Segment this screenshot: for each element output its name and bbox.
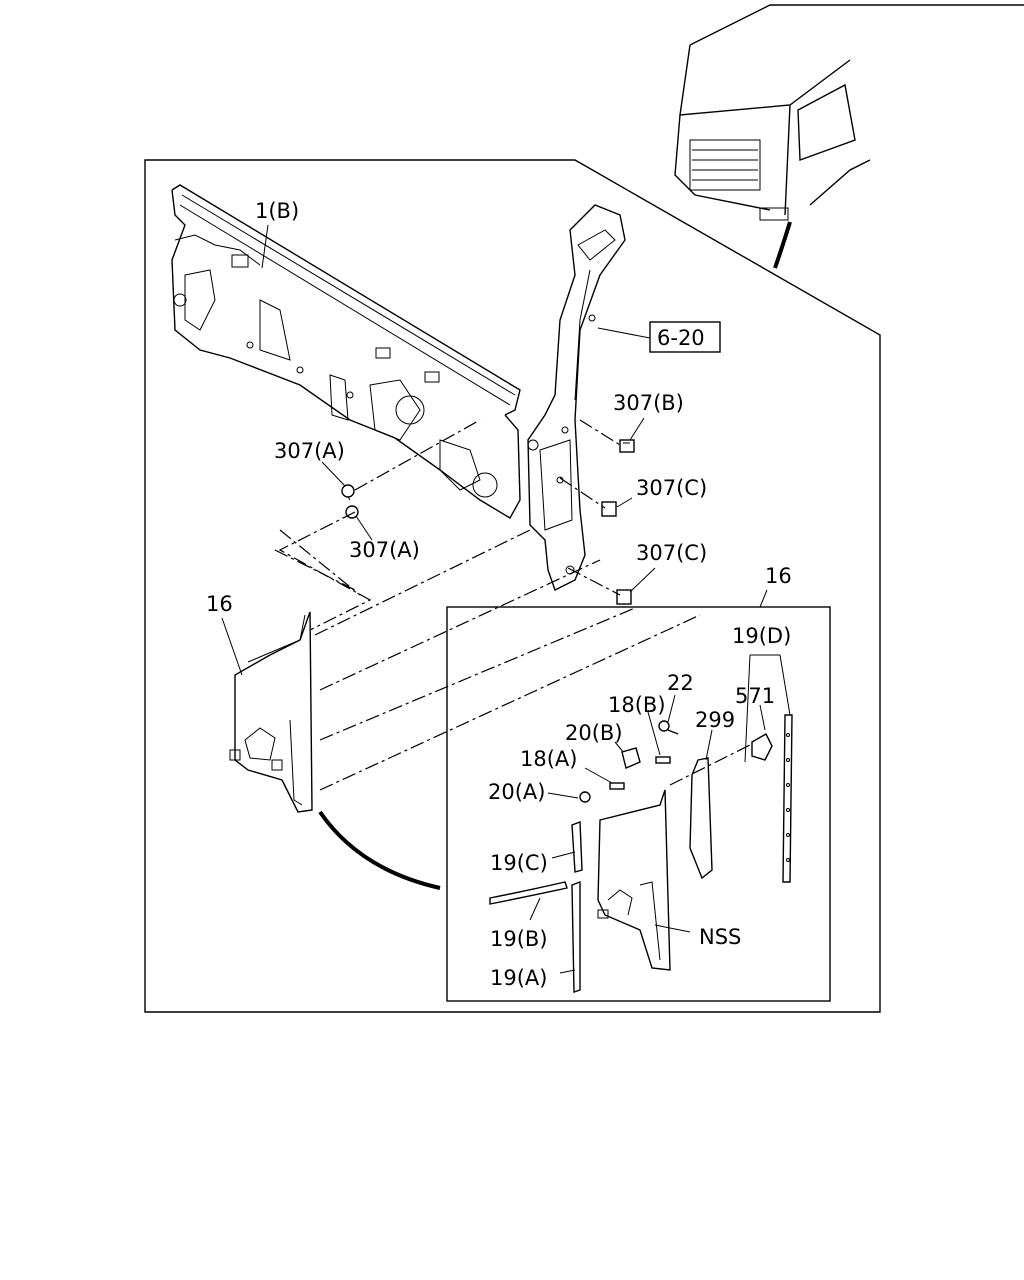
diagram-frame: [144, 159, 881, 1013]
truck-cab-thumbnail: [674, 4, 1024, 269]
label-19b: 19(B): [490, 927, 548, 951]
detail-connector-arrow: [318, 810, 441, 890]
a-pillar-part: [527, 204, 626, 591]
label-20a: 20(A): [488, 780, 545, 804]
label-19a: 19(A): [490, 966, 547, 990]
clip-307a-upper: [341, 484, 355, 501]
label-18b: 18(B): [608, 693, 666, 717]
label-299: 299: [695, 708, 735, 732]
label-22: 22: [667, 671, 694, 695]
cowl-panel-part: [171, 184, 521, 519]
label-307c-top: 307(C): [636, 476, 707, 500]
clip-307b: [619, 439, 635, 453]
label-19d: 19(D): [732, 624, 791, 648]
label-307b: 307(B): [613, 391, 684, 415]
label-1b: 1(B): [255, 199, 299, 223]
ref-box-frame: [649, 321, 721, 353]
label-571: 571: [735, 684, 775, 708]
label-19c: 19(C): [490, 851, 548, 875]
label-16-main: 16: [206, 592, 233, 616]
installation-lines: [274, 419, 761, 791]
label-307a-top: 307(A): [274, 439, 345, 463]
leader-lines: [221, 224, 791, 974]
detail-box-frame: [446, 606, 831, 1002]
label-18a: 18(A): [520, 747, 577, 771]
label-20b: 20(B): [565, 721, 623, 745]
detail-parts: [489, 714, 793, 993]
label-ref-6-20: 6-20: [657, 326, 705, 350]
label-307a-bottom: 307(A): [349, 538, 420, 562]
clip-307c-upper: [601, 501, 617, 517]
label-16-detail: 16: [765, 564, 792, 588]
label-307c-bottom: 307(C): [636, 541, 707, 565]
clip-307c-lower: [616, 589, 632, 605]
corner-cover-part: [229, 611, 313, 813]
label-nss: NSS: [699, 925, 741, 949]
